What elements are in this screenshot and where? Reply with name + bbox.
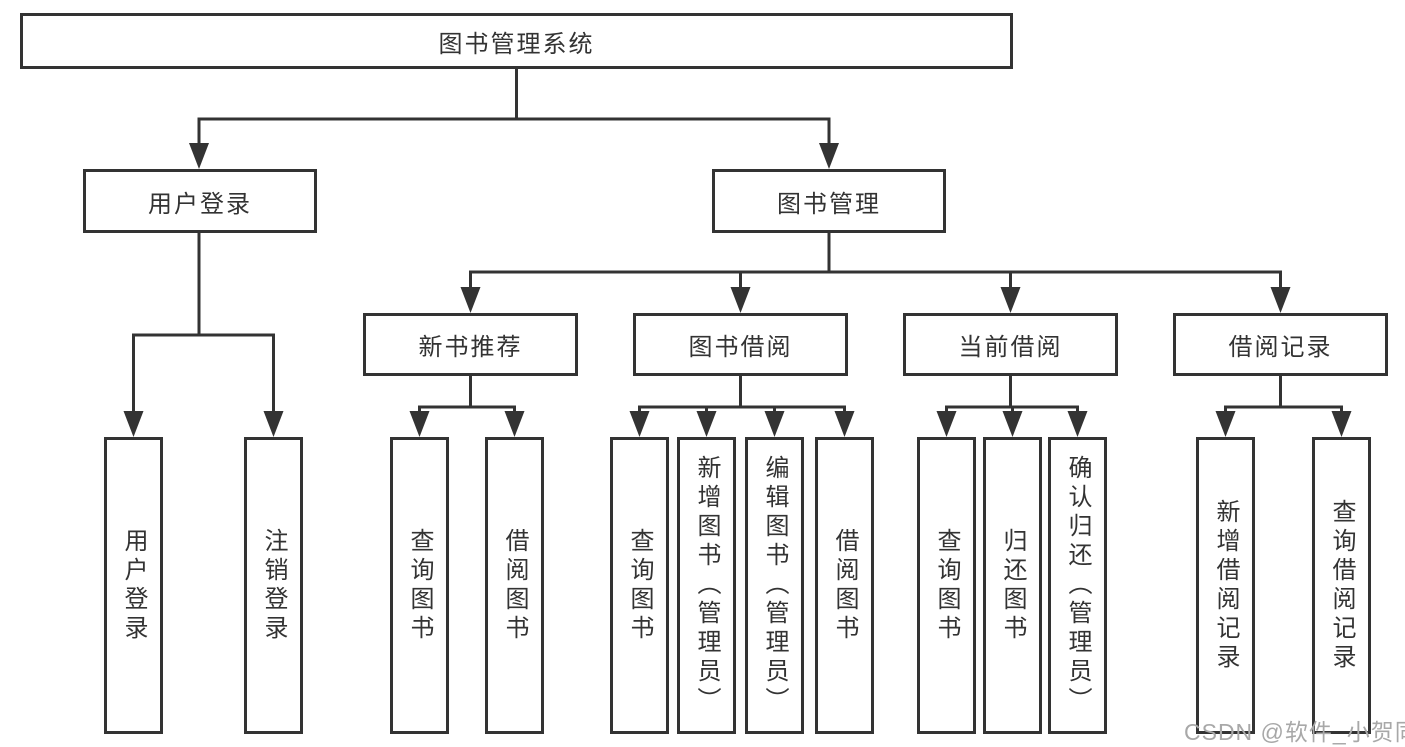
connector-root-to-branches bbox=[189, 68, 839, 169]
leaf-br-add-borrow-record: 新增借阅记录 bbox=[1196, 437, 1255, 734]
leaf-bb-query-books: 查询图书 bbox=[610, 437, 669, 734]
node-book-borrowing: 图书借阅 bbox=[633, 313, 848, 376]
leaf-nbr-query-books: 查询图书 bbox=[390, 437, 449, 734]
node-borrowing-records: 借阅记录 bbox=[1173, 313, 1388, 376]
node-book-management-branch: 图书管理 bbox=[712, 169, 946, 233]
connector-book-borrowing-to-leaves bbox=[629, 375, 855, 437]
node-library-management-system: 图书管理系统 bbox=[20, 13, 1013, 69]
connector-borrowing-records-to-leaves bbox=[1215, 375, 1352, 437]
connector-book-management-to-modules bbox=[460, 232, 1291, 313]
leaf-bb-add-book-admin: 新增图书（管理员） bbox=[677, 437, 736, 734]
leaf-br-query-borrow-record: 查询借阅记录 bbox=[1312, 437, 1371, 734]
leaf-cb-query-books: 查询图书 bbox=[917, 437, 976, 734]
leaf-cb-confirm-return-admin: 确认归还（管理员） bbox=[1048, 437, 1107, 734]
leaf-bb-borrow-books: 借阅图书 bbox=[815, 437, 874, 734]
leaf-logout: 注销登录 bbox=[244, 437, 303, 734]
leaf-cb-return-books: 归还图书 bbox=[983, 437, 1042, 734]
leaf-bb-edit-book-admin: 编辑图书（管理员） bbox=[745, 437, 804, 734]
leaf-nbr-borrow-books: 借阅图书 bbox=[485, 437, 544, 734]
connector-new-book-recommendation-to-leaves bbox=[409, 375, 525, 437]
leaf-user-login: 用户登录 bbox=[104, 437, 163, 734]
node-current-borrowing: 当前借阅 bbox=[903, 313, 1118, 376]
connector-user-login-to-leaves bbox=[123, 232, 284, 437]
watermark: CSDN @软件_小贺同学 bbox=[1184, 719, 1405, 745]
node-new-book-recommendation: 新书推荐 bbox=[363, 313, 578, 376]
node-user-login-branch: 用户登录 bbox=[83, 169, 317, 233]
connector-current-borrowing-to-leaves bbox=[936, 375, 1088, 437]
